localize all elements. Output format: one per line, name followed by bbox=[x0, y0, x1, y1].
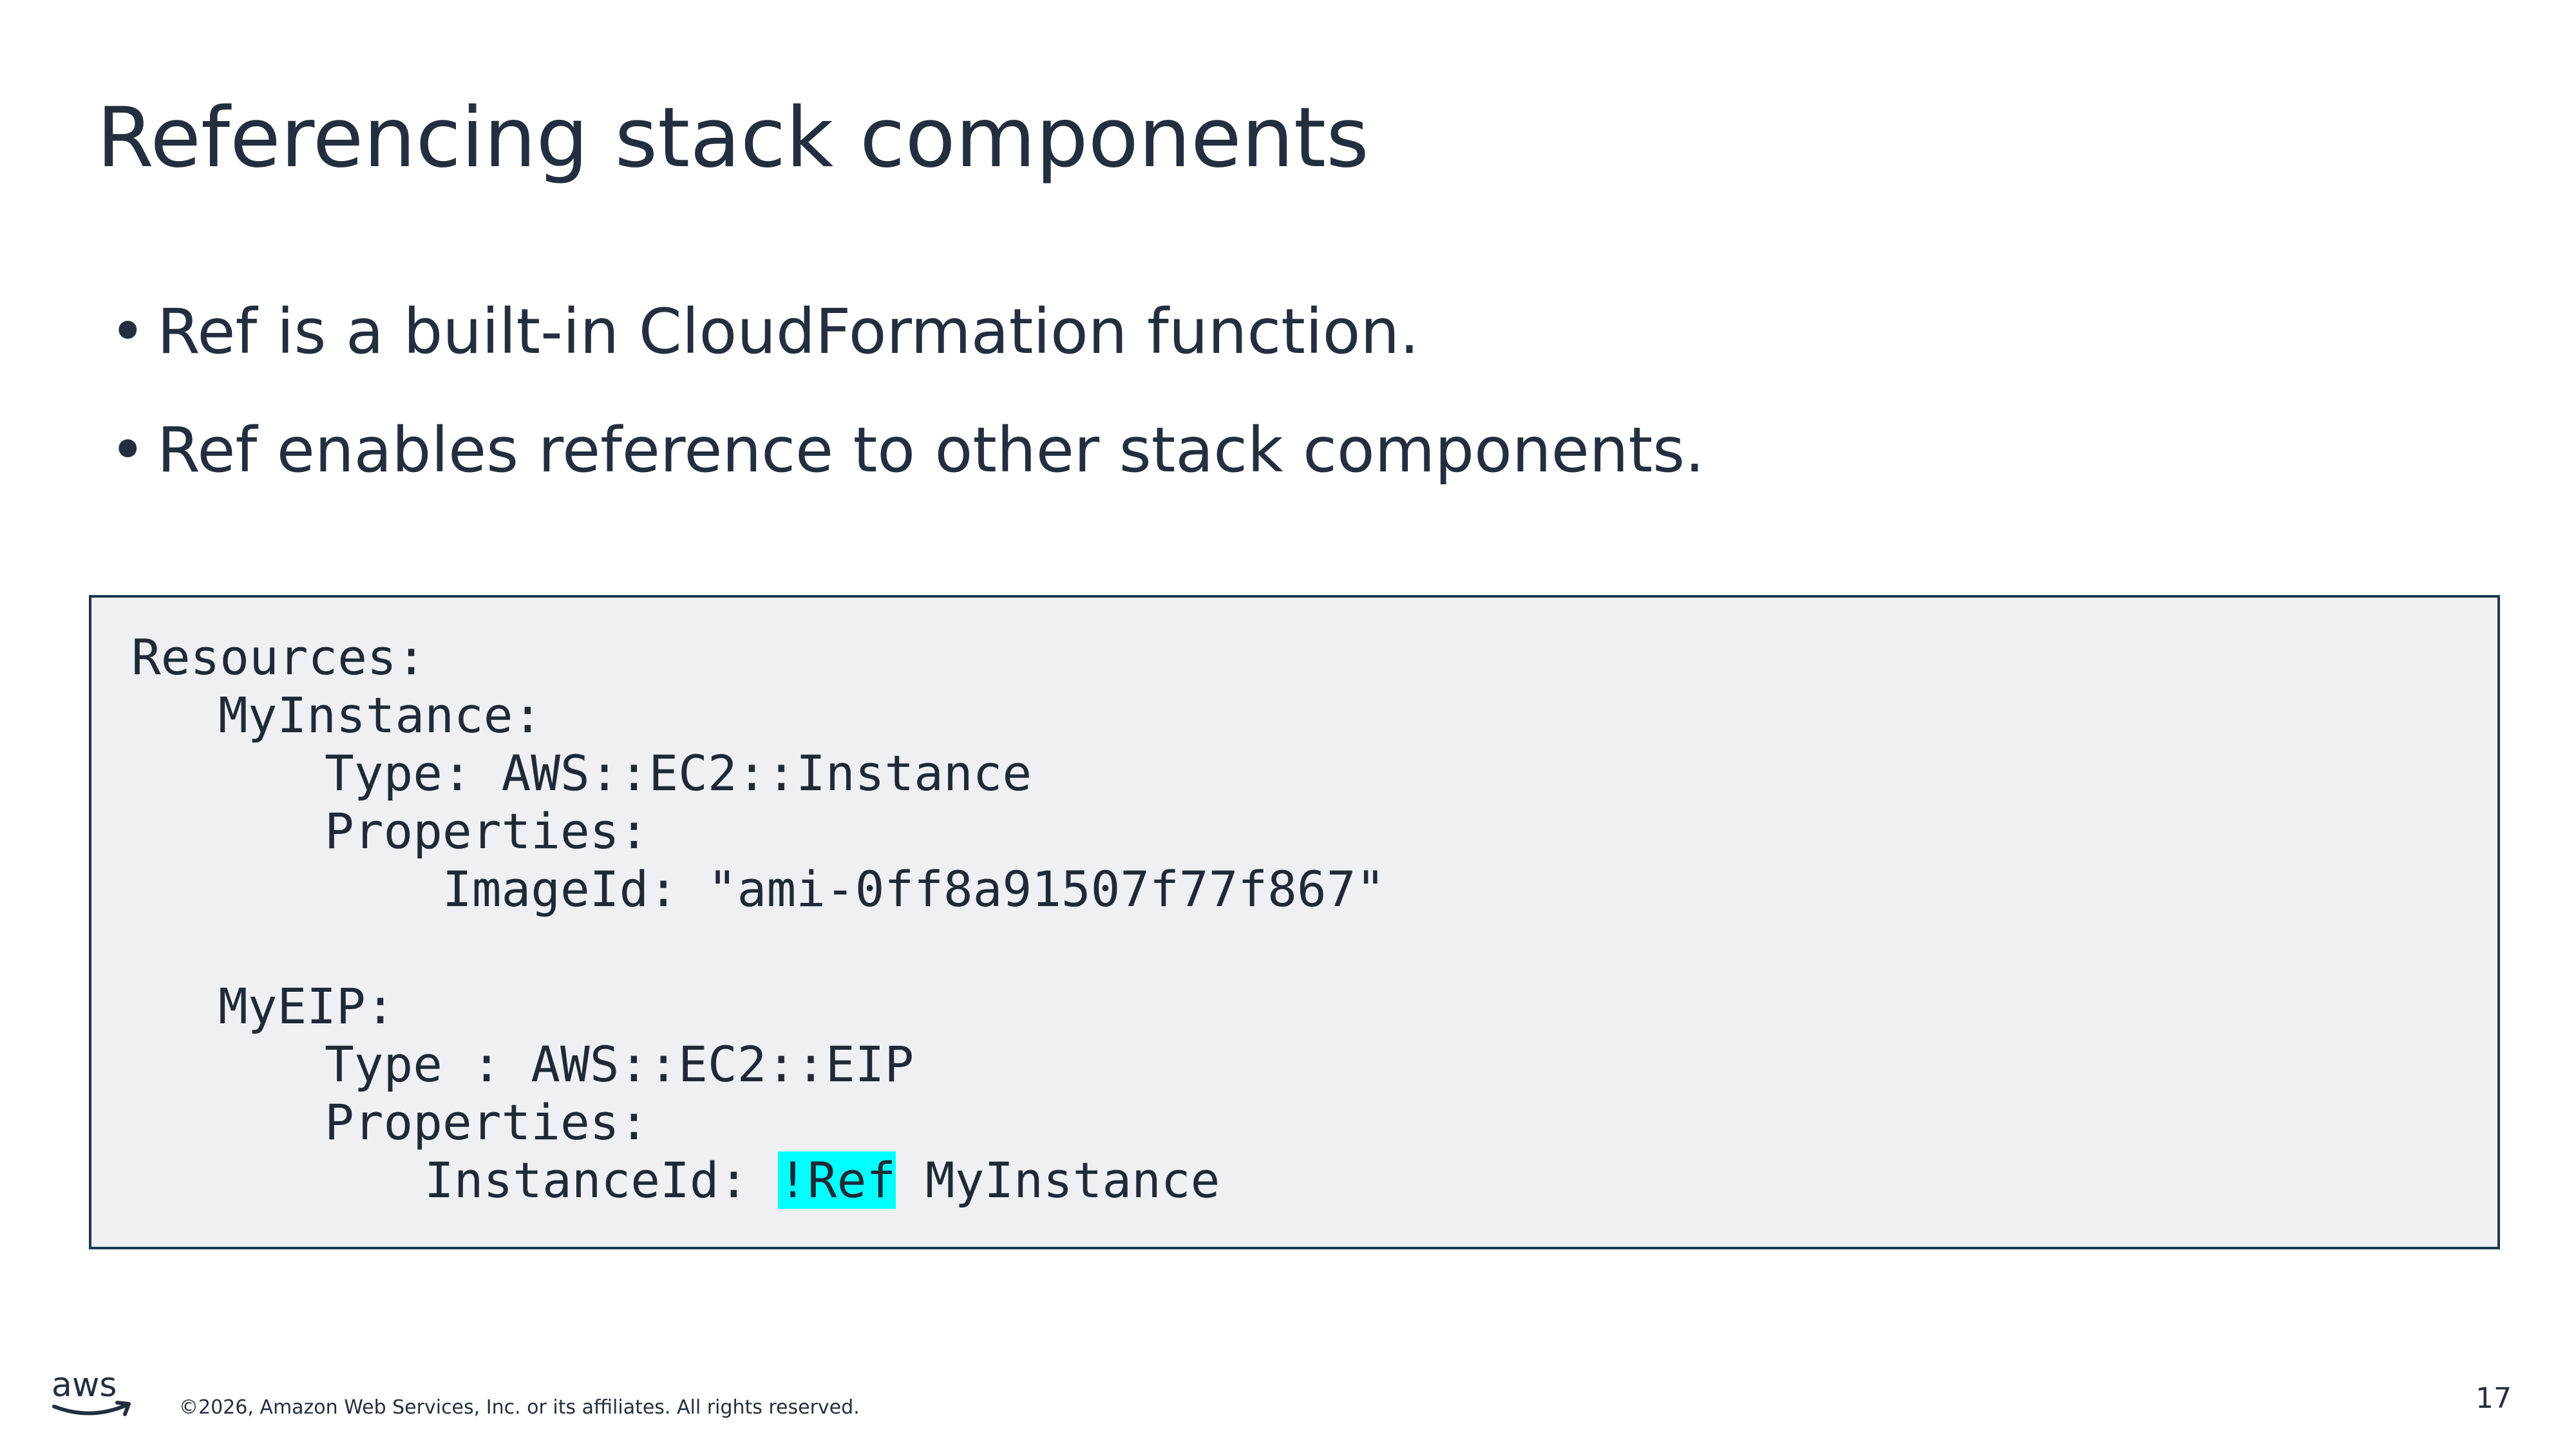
page-number: 17 bbox=[2476, 1382, 2512, 1415]
bullet-item: • Ref enables reference to other stack c… bbox=[109, 412, 1705, 489]
aws-logo-text: aws bbox=[52, 1366, 117, 1405]
code-line: InstanceId: !Ref MyInstance bbox=[424, 1151, 1220, 1209]
copyright-text: ©2026, Amazon Web Services, Inc. or its … bbox=[179, 1396, 860, 1419]
bullet-text: Ref enables reference to other stack com… bbox=[157, 414, 1705, 486]
code-line: Properties: bbox=[325, 1094, 649, 1151]
aws-logo-icon: aws bbox=[52, 1366, 131, 1416]
bullet-list: • Ref is a built-in CloudFormation funct… bbox=[109, 293, 1705, 530]
code-value: MyInstance bbox=[896, 1151, 1220, 1209]
code-line: Type: AWS::EC2::Instance bbox=[325, 744, 1032, 802]
bullet-item: • Ref is a built-in CloudFormation funct… bbox=[109, 293, 1705, 370]
ref-highlight: !Ref bbox=[778, 1151, 896, 1209]
code-block: Resources: MyInstance: Type: AWS::EC2::I… bbox=[89, 595, 2500, 1249]
code-line: Properties: bbox=[325, 802, 649, 860]
code-line: ImageId: "ami-0ff8a91507f77f867" bbox=[442, 860, 1386, 918]
code-key: InstanceId: bbox=[424, 1151, 779, 1209]
slide-title: Referencing stack components bbox=[97, 90, 1369, 186]
code-line: MyInstance: bbox=[218, 687, 543, 744]
bullet-text: Ref is a built-in CloudFormation functio… bbox=[157, 296, 1419, 368]
bullet-dot-icon: • bbox=[109, 414, 146, 486]
code-line: Resources: bbox=[131, 629, 426, 686]
bullet-dot-icon: • bbox=[109, 296, 146, 368]
code-line: MyEIP: bbox=[218, 978, 395, 1035]
code-line: Type : AWS::EC2::EIP bbox=[325, 1036, 914, 1093]
